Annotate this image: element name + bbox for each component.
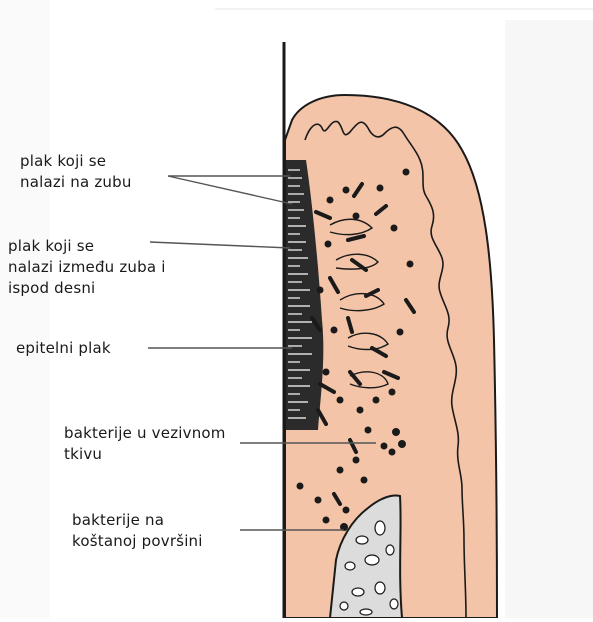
label-plaque-on-tooth: plak koji se nalazi na zubu	[20, 151, 132, 193]
label-bacteria-connective-tissue: bakterije u vezivnom tkivu	[64, 423, 226, 465]
label-plaque-between-teeth: plak koji se nalazi između zuba i ispod …	[8, 236, 166, 299]
label-bacteria-bone-surface: bakterije na koštanoj površini	[72, 510, 203, 552]
label-epithelial-plaque: epitelni plak	[16, 338, 111, 359]
